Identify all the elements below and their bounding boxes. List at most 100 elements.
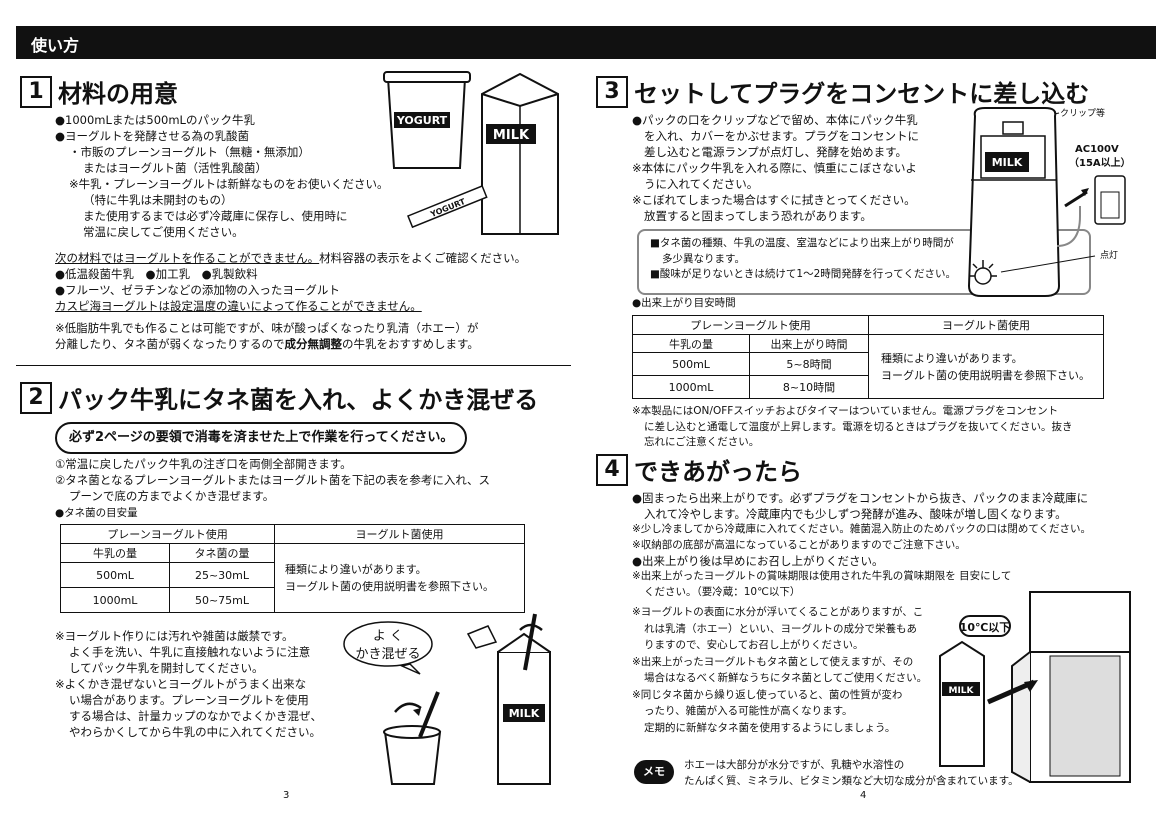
s3-line: ※本体にパック牛乳を入れる際に、慎重にこぼさないよ	[632, 161, 917, 175]
s3-line: ※こぼれてしまった場合はすぐに拭きとってください。	[632, 193, 916, 207]
s4-l4: ※収納部の底部が高温になっていることがありますのでご注意下さい。	[632, 538, 966, 551]
s1-line: ※牛乳・プレーンヨーグルトは新鮮なものをお使いください。	[69, 177, 389, 191]
time-table-caption: ●出来上がり目安時間	[632, 297, 736, 309]
cell-seed: 50~75mL	[169, 587, 275, 613]
kin-note1: 種類により違いがあります。	[285, 563, 427, 576]
lowfat-note2: 分離したり、タネ菌が弱くなったりするので	[55, 337, 285, 351]
yogurt-maker-illustration: クリップ等 AC100V （15A以上） MILK 点灯	[967, 107, 1131, 297]
s3-line: 差し込むと電源ランプが点灯し、発酵を始めます。	[644, 145, 908, 159]
s4-note: 場合はなるべく新鮮なうちにタネ菌としてご使用ください。	[644, 672, 928, 684]
table-row: 1000mL 50~75mL	[60, 587, 525, 613]
cell-milk: 1000mL	[632, 375, 750, 399]
kin-note-cell: 種類により違いがあります。 ヨーグルト菌の使用説明書を参照下さい。	[868, 334, 1104, 399]
cannot-heading: 次の材料ではヨーグルトを作ることができません。	[55, 251, 320, 265]
lamp-label: 点灯	[1100, 250, 1118, 261]
section3-body: ●パックの口をクリップなどで留め、本体にパック牛乳 を入れ、カバーをかぶせます。…	[632, 112, 919, 224]
s2-note: してパック牛乳を開封してください。	[69, 661, 264, 675]
ac-label2: （15A以上）	[1069, 156, 1131, 169]
section1-title: 材料の用意	[58, 80, 178, 108]
th-plain: プレーンヨーグルト使用	[60, 524, 275, 544]
section-divider	[16, 365, 571, 366]
s4-l5: ●出来上がり後は早めにお召し上がりください。	[632, 554, 884, 568]
s3-line: 放置すると固まってしまう恐れがあります。	[644, 209, 872, 223]
s1-line: 常温に戻してご使用ください。	[83, 225, 244, 239]
s4-note: れは乳清（ホエー）といい、ヨーグルトの成分で栄養もあ	[644, 622, 917, 635]
tips-text: ■タネ菌の種類、牛乳の温度、室温などにより出来上がり時間が 多少異なります。 ■…	[650, 236, 956, 283]
table-row: 1000mL 8~10時間	[632, 375, 1104, 399]
step2a: ②タネ菌となるプレーンヨーグルトまたはヨーグルト菌を下記の表を参考に入れ、ス	[55, 473, 491, 487]
s3-note: 忘れにご注意ください。	[644, 436, 760, 448]
lowfat-note3: の牛乳をおすすめします。	[342, 337, 479, 351]
s1-line: ●ヨーグルトを発酵させる為の乳酸菌	[55, 129, 250, 143]
s1-line: またはヨーグルト菌（活性乳酸菌）	[83, 161, 267, 175]
s4-l7: ください。（要冷蔵：10℃以下）	[644, 585, 801, 598]
s4-l1: ●固まったら出来上がりです。必ずプラグをコンセントから抜き、パックのまま冷蔵庫に	[632, 491, 1089, 505]
tip2: 多少異なります。	[662, 252, 745, 265]
s4-l3: ※少し冷ましてから冷蔵庫に入れてください。雑菌混入防止のためパックの口は閉めてく…	[632, 523, 1092, 535]
page-number-left: 3	[283, 790, 290, 801]
cell-time: 8~10時間	[749, 375, 869, 399]
seed-amount-table: プレーンヨーグルト使用 ヨーグルト菌使用 牛乳の量 タネ菌の量 種類により違いが…	[60, 524, 525, 613]
kin-note1: 種類により違いがあります。	[881, 351, 1023, 365]
time-table: プレーンヨーグルト使用 ヨーグルト菌使用 牛乳の量 出来上がり時間 種類により違…	[632, 315, 1104, 399]
cell-milk: 500mL	[60, 562, 170, 588]
cell-milk: 1000mL	[60, 587, 170, 613]
caspian-note: カスピ海ヨーグルトは設定温度の違いによって作ることができません。	[55, 299, 422, 313]
kin-note-cell: 種類により違いがあります。 ヨーグルト菌の使用説明書を参照下さい。	[274, 543, 525, 613]
s2-note: い場合があります。プレーンヨーグルトを使用	[69, 693, 309, 707]
stir-illustration: よ く かき混ぜる MILK	[343, 613, 551, 785]
bubble-line1: よ く	[373, 629, 403, 644]
section3-title: セットしてプラグをコンセントに差し込む	[634, 80, 1090, 108]
cell-seed: 25~30mL	[169, 562, 275, 588]
section4-body: ●固まったら出来上がりです。必ずプラグをコンセントから抜き、パックのまま冷蔵庫に…	[632, 490, 1091, 600]
memo-badge: メモ	[634, 760, 674, 784]
memo-line1: ホエーは大部分が水分ですが、乳糖や水溶性の	[684, 759, 905, 771]
th-kin: ヨーグルト菌使用	[274, 524, 525, 544]
s4-note: ※出来上がったヨーグルトもタネ菌として使えますが、その	[632, 655, 914, 668]
lowfat-note-bold: 成分無調整	[284, 337, 343, 351]
cannot-items2: ●フルーツ、ゼラチンなどの添加物の入ったヨーグルト	[55, 283, 340, 297]
s2-note: ※ヨーグルト作りには汚れや雑菌は厳禁です。	[55, 629, 294, 643]
s4-note: ったり、雑菌が入る可能性が高くなります。	[644, 705, 853, 717]
page-number-right: 4	[860, 790, 867, 801]
tip1: ■タネ菌の種類、牛乳の温度、室温などにより出来上がり時間が	[650, 237, 954, 249]
th-milk: 牛乳の量	[632, 334, 750, 353]
section3-number: 3	[596, 75, 628, 108]
cannot-make-block: 次の材料ではヨーグルトを作ることができません。材料容器の表示をよくご確認ください…	[55, 250, 526, 352]
seed-table-caption: ●タネ菌の目安量	[55, 507, 138, 519]
th-time: 出来上がり時間	[749, 334, 869, 353]
th-seed: タネ菌の量	[169, 543, 275, 563]
section4-title: できあがったら	[634, 458, 802, 486]
s2-note: よく手を洗い、牛乳に直接触れないように注意	[69, 645, 311, 659]
th-kin: ヨーグルト菌使用	[868, 315, 1104, 335]
s1-line: ●1000mLまたは500mLのパック牛乳	[55, 113, 255, 127]
s4-note: ※同じタネ菌から繰り返し使っていると、菌の性質が変わ	[632, 688, 903, 701]
tips-box	[637, 229, 1091, 295]
ac-label1: AC100V	[1075, 144, 1119, 155]
lowfat-note1: ※低脂肪牛乳でも作ることは可能ですが、味が酸っぱくなったり乳清（ホエー）が	[55, 321, 479, 335]
section2-heading: 2 パック牛乳にタネ菌を入れ、よくかき混ぜる	[20, 380, 538, 415]
s4-note: りますので、安心してお召し上がりください。	[644, 639, 864, 651]
memo-text: ホエーは大部分が水分ですが、乳糖や水溶性の たんぱく質、ミネラル、ビタミン類など…	[684, 758, 1019, 789]
s4-l2: 入れて冷やします。冷蔵庫内でも少しずつ発酵が進み、酸味が増し固くなります。	[644, 507, 1067, 521]
section2-number: 2	[20, 381, 52, 414]
yogurt-milk-illustration: YOGURT MILK YOGURT	[383, 71, 559, 235]
s1-line: また使用するまでは必ず冷蔵庫に保存し、使用時に	[83, 209, 348, 223]
th-plain: プレーンヨーグルト使用	[632, 315, 869, 335]
temp-bubble: 10℃以下	[960, 621, 1011, 634]
s4-note: 定期的に新鮮なタネ菌を使用するようにしましょう。	[644, 721, 896, 734]
kin-note2: ヨーグルト菌の使用説明書を参照下さい。	[285, 580, 494, 593]
s3-milk-label: MILK	[992, 156, 1023, 169]
milk-carton-label: MILK	[493, 128, 530, 143]
section2-notes: ※ヨーグルト作りには汚れや雑菌は厳禁です。 よく手を洗い、牛乳に直接触れないよう…	[55, 628, 322, 740]
section4-heading: 4 できあがったら	[596, 452, 802, 487]
section4-number: 4	[596, 453, 628, 486]
s1-line: （特に牛乳は未開封のもの）	[83, 193, 233, 207]
s3-line: うに入れてください。	[644, 177, 759, 191]
section3-heading: 3 セットしてプラグをコンセントに差し込む	[596, 74, 1089, 109]
s3-note: に差し込むと通電して温度が上昇します。電源を切るときはプラグを抜いてください。抜…	[644, 420, 1073, 433]
bubble-line2: かき混ぜる	[355, 647, 420, 662]
s2-note: する場合は、計量カップのなかでよくかき混ぜ、	[69, 709, 322, 723]
section1-number: 1	[20, 75, 52, 108]
header-bar: 使い方	[16, 26, 1156, 59]
